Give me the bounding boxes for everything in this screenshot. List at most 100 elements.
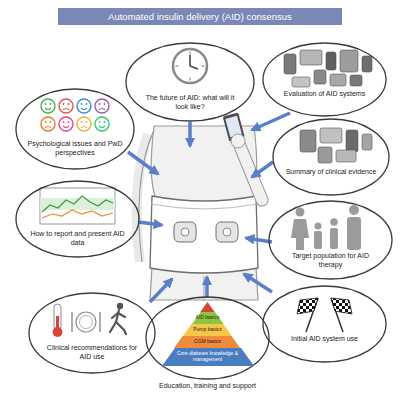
- pyramid-layer: Pump basics: [183, 324, 232, 336]
- pyramid-label: Core diabetes knowledge & management: [170, 351, 246, 362]
- topic-label-box: Initial AID system use: [277, 335, 372, 344]
- topic-oval: Education, training and supportAID basic…: [145, 296, 270, 380]
- runner-icon: [118, 313, 125, 317]
- topic-label: How to report and present AID data: [30, 230, 125, 247]
- blue-arrow: [246, 238, 272, 242]
- hand: [231, 134, 245, 148]
- topic-label-box: Psychological issues and PwD perspective…: [28, 140, 123, 157]
- runner-icon: [116, 322, 126, 334]
- family-silhouette: [296, 208, 305, 217]
- plate-icon: [71, 312, 72, 332]
- evidence-devices: [300, 130, 316, 152]
- runner-icon: [116, 310, 119, 322]
- device-icons: [292, 77, 310, 87]
- evidence-devices: [346, 130, 358, 152]
- title-bar: Automated insulin delivery (AID) consens…: [58, 8, 342, 25]
- topic-oval: Psychological issues and PwD perspective…: [15, 88, 135, 170]
- topic-label-box: The future of AID: what will it look lik…: [140, 94, 240, 111]
- thermometer-icon: [53, 327, 63, 337]
- blue-arrow: [128, 113, 290, 302]
- oval-outline: [29, 293, 155, 373]
- emotion-faces: [41, 99, 109, 131]
- device-icons: [362, 56, 372, 72]
- family-silhouette: [347, 217, 361, 250]
- blue-arrow: [150, 279, 172, 302]
- pyramid-text-box: AID basics: [192, 312, 224, 324]
- glucose-chart: [40, 188, 115, 224]
- topic-oval: Clinical recommendations for AID use: [28, 292, 156, 374]
- glucose-chart: [40, 188, 115, 224]
- device-icons: [340, 50, 358, 72]
- clock-icon: [190, 78, 191, 81]
- oval-shape: [262, 42, 387, 117]
- family-silhouette: [291, 219, 309, 250]
- family-silhouette: [330, 228, 338, 249]
- blue-arrow: [128, 152, 158, 174]
- pyramid-layer-fill: [174, 336, 240, 348]
- family-silhouette: [315, 223, 322, 230]
- pyramid-tip: [200, 302, 214, 312]
- checkered-flags: [297, 298, 352, 332]
- topic-oval: Target population for AID therapy: [268, 200, 393, 280]
- evidence-devices: [300, 128, 372, 163]
- thermometer-icon: [54, 304, 61, 330]
- family-silhouette: [349, 205, 359, 215]
- oval-outline: [16, 181, 139, 257]
- device-icons: [300, 50, 322, 65]
- topic-label: Target population for AID therapy: [283, 252, 378, 269]
- clock-icon: [173, 49, 207, 83]
- runner-icon: [117, 303, 123, 309]
- topic-label-box: Evaluation of AID systems: [277, 90, 372, 99]
- checkered-flags: [297, 298, 318, 314]
- plate-icon: [72, 312, 100, 332]
- oval-shape: [28, 292, 156, 374]
- plate-icon: [80, 316, 93, 329]
- cgm-sensor: [216, 222, 238, 242]
- cgm-sensor: [216, 222, 238, 242]
- pyramid-label: AID basics: [196, 315, 220, 321]
- oval-outline: [269, 201, 392, 279]
- emotion-faces: [41, 117, 55, 131]
- emotion-faces: [95, 117, 109, 131]
- glucose-chart: [42, 210, 113, 218]
- clock-icon: [173, 49, 207, 83]
- pyramid-layer: Core diabetes knowledge & management: [162, 348, 254, 366]
- topic-oval: Evaluation of AID systems: [262, 42, 387, 117]
- emotion-faces: [77, 99, 91, 113]
- blue-arrow: [252, 162, 273, 177]
- oval-shape: [268, 200, 393, 280]
- plate-icon: [99, 312, 100, 332]
- hand: [231, 134, 245, 148]
- topic-label-box: Education, training and support: [133, 382, 283, 391]
- cgm-sensor: [223, 228, 231, 236]
- topic-label: Summary of clinical evidence: [285, 168, 377, 177]
- topic-label: Education, training and support: [133, 382, 283, 391]
- family-silhouette: [314, 231, 322, 249]
- oval-outline: [16, 89, 134, 169]
- oval-outline: [146, 297, 269, 379]
- pyramid-layer-fill: [162, 348, 254, 366]
- device-icons: [284, 50, 372, 87]
- topic-label-box: Summary of clinical evidence: [285, 168, 377, 177]
- oval-shape: [15, 88, 135, 170]
- evidence-devices: [320, 128, 342, 143]
- pyramid-tip: [200, 302, 214, 312]
- emotion-faces: [41, 99, 55, 113]
- oval-outline: [263, 286, 386, 362]
- runner-icon: [110, 322, 116, 332]
- topic-label-box: Clinical recommendations for AID use: [43, 344, 141, 361]
- title-text: Automated insulin delivery (AID) consens…: [108, 11, 292, 22]
- glucose-chart: [42, 196, 113, 212]
- clock-icon: [190, 66, 198, 69]
- pyramid-label: Pump basics: [193, 327, 222, 333]
- insulin-pump: [181, 228, 189, 236]
- pyramid-layer-fill: [192, 312, 224, 324]
- pyramid-text-box: CGM basics: [174, 336, 240, 348]
- plate-icon: [76, 312, 96, 332]
- emotion-faces: [77, 117, 91, 131]
- thermometer-icon: [53, 304, 63, 337]
- topic-label: Psychological issues and PwD perspective…: [28, 140, 123, 157]
- clock-icon: [190, 52, 191, 55]
- blue-arrow: [244, 274, 272, 292]
